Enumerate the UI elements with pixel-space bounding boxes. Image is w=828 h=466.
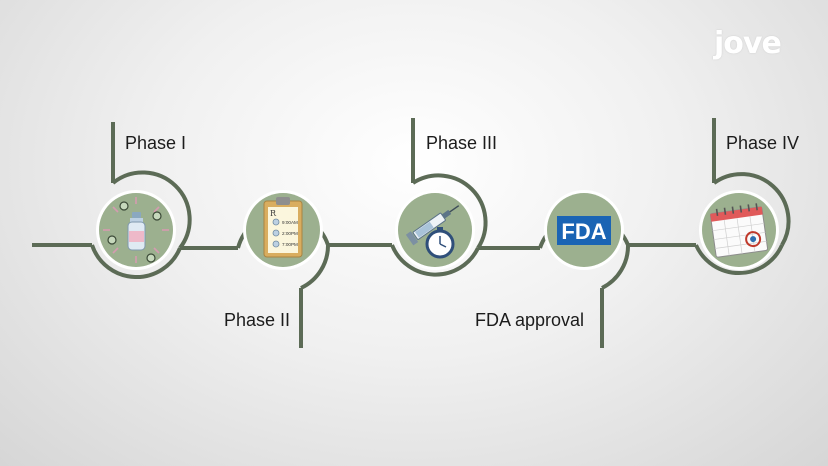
label-phase-3: Phase III xyxy=(426,133,498,153)
fda-logo-text: FDA xyxy=(561,219,606,244)
node-phase-1 xyxy=(96,190,176,270)
arc-phase-3-top xyxy=(411,173,488,250)
arc-phase-3-bottom xyxy=(390,244,480,277)
label-phase-4: Phase IV xyxy=(726,133,800,153)
node-phase-4 xyxy=(699,190,779,270)
clipboard-schedule-icon: R 9:00AM 2:00PM 7:00PM xyxy=(263,197,303,258)
timeline-connectors xyxy=(32,118,716,348)
fda-logo-icon: FDA xyxy=(557,216,611,245)
label-phase-1: Phase I xyxy=(125,133,187,153)
arc-fda-bottom xyxy=(601,244,631,290)
node-fda-approval: FDA xyxy=(544,190,624,270)
label-fda-approval: FDA approval xyxy=(475,310,585,330)
arc-phase-2-bottom xyxy=(300,244,331,290)
schedule-time-2: 2:00PM xyxy=(282,231,298,236)
node-phase-2: R 9:00AM 2:00PM 7:00PM xyxy=(243,190,323,270)
schedule-time-3: 7:00PM xyxy=(282,242,298,247)
label-phase-2: Phase II xyxy=(224,310,291,330)
calendar-icon xyxy=(709,203,769,258)
schedule-time-1: 9:00AM xyxy=(282,220,298,225)
arc-phase-1-bottom xyxy=(90,244,182,280)
node-phase-3 xyxy=(395,190,475,270)
arc-phase-4-bottom xyxy=(694,244,784,276)
jove-logo: jove xyxy=(714,26,782,61)
rx-symbol: R xyxy=(270,209,277,218)
arc-phase-1-top xyxy=(111,170,192,250)
syringe-stopwatch-icon xyxy=(405,205,460,259)
arc-phase-4-top xyxy=(712,172,791,247)
vial-icon xyxy=(103,197,169,263)
